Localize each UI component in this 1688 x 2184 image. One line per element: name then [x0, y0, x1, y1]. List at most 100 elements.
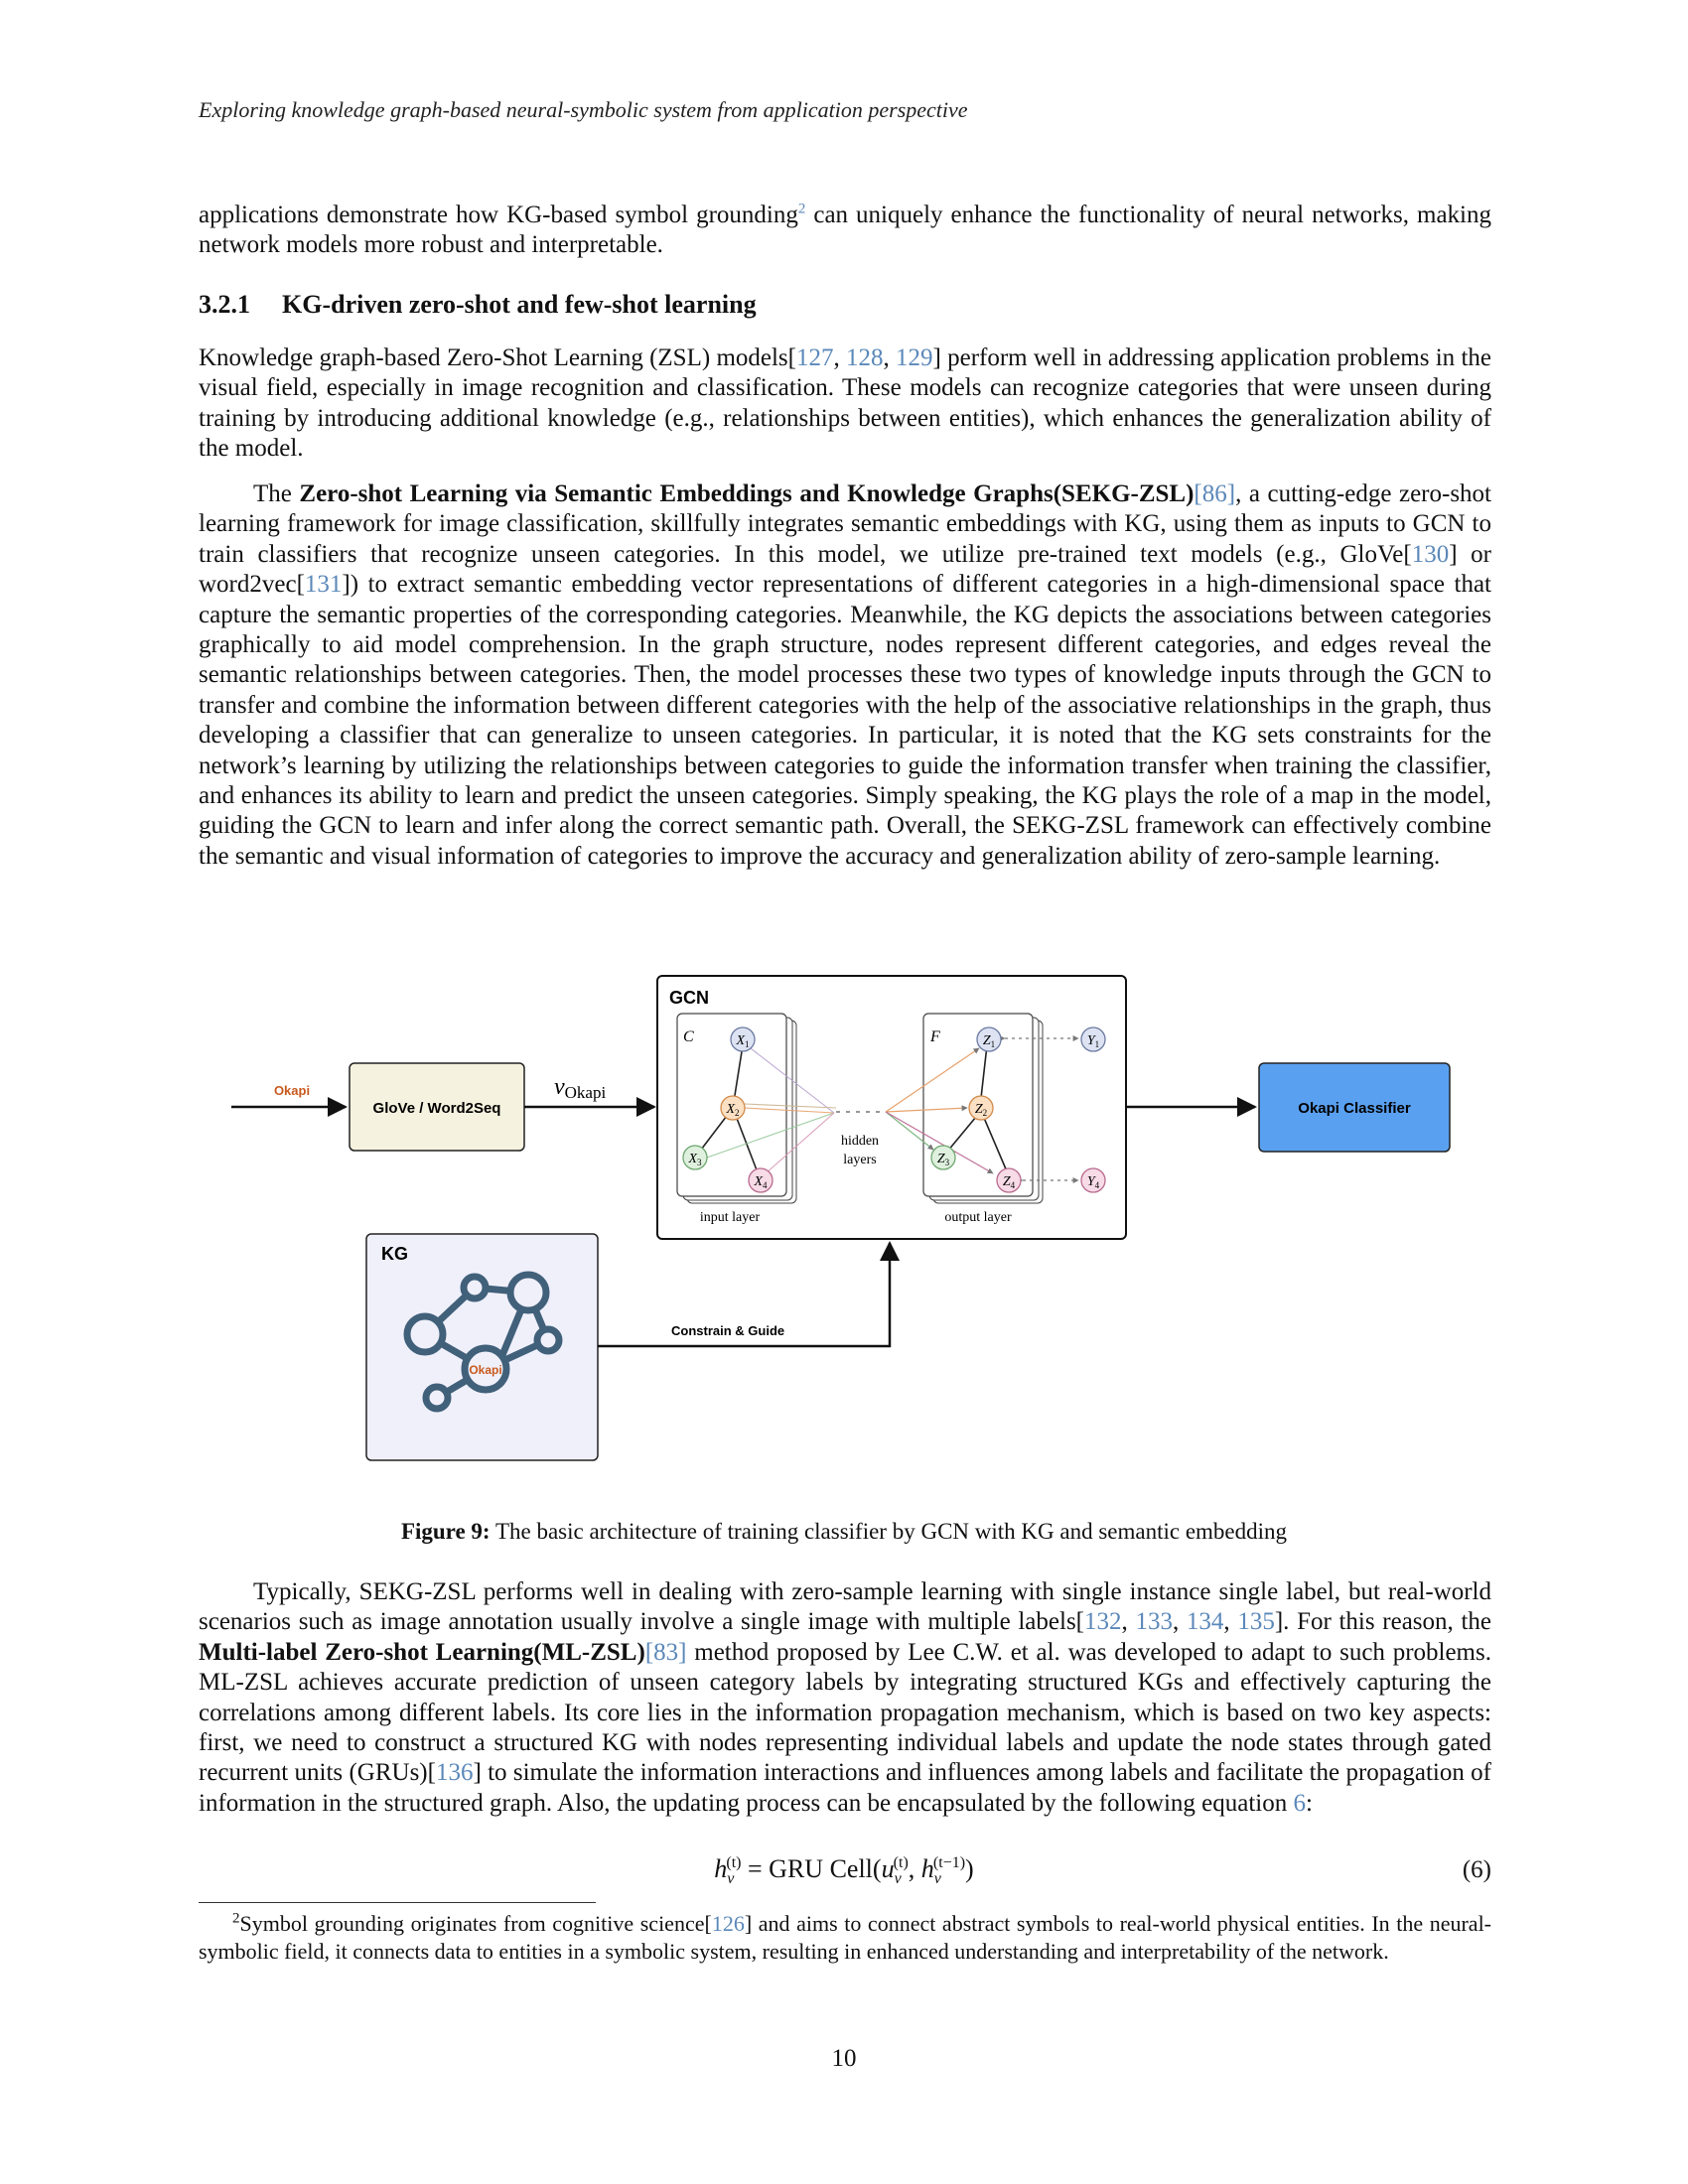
text: ] or word2vec[	[199, 540, 1492, 599]
node-x1: X1	[730, 1026, 756, 1052]
text: Knowledge graph-based Zero-Shot Learning…	[199, 344, 796, 371]
intro-text-2: can uniquely enhance the functionality o…	[199, 202, 1491, 259]
equation-number: (6)	[1462, 1856, 1491, 1883]
text: ,	[1121, 1608, 1136, 1636]
constrain-guide-label: Constrain & Guide	[671, 1323, 784, 1338]
input-stack-symbol: C	[683, 1028, 694, 1045]
kg-title: KG	[381, 1244, 408, 1264]
math-var: h	[920, 1854, 934, 1883]
svg-text:Y4: Y4	[1087, 1174, 1100, 1190]
citation-link[interactable]: 131	[304, 571, 343, 599]
svg-text:X1: X1	[735, 1033, 749, 1049]
kg-node-okapi-label: Okapi	[469, 1363, 501, 1377]
hidden-layers-label-1: hidden	[841, 1134, 879, 1149]
node-z3: Z3	[930, 1145, 956, 1170]
text: ] and aims to connect abstract symbols t…	[199, 1911, 1492, 1964]
svg-text:Z1: Z1	[983, 1033, 995, 1049]
footnote: 2Symbol grounding originates from cognit…	[199, 1910, 1491, 1965]
math-sub: v	[894, 1870, 902, 1888]
text: method proposed by Lee C.W. et al. was d…	[199, 1638, 1491, 1787]
footnote-rule	[199, 1902, 596, 1903]
svg-text:X2: X2	[725, 1102, 739, 1118]
svg-text:Z3: Z3	[937, 1152, 950, 1167]
node-y1: Y1	[1080, 1026, 1106, 1052]
citation-link[interactable]: [86]	[1194, 480, 1236, 507]
text: , a cutting-edge zero-shot learning fram…	[199, 480, 1491, 568]
bold-term: Zero-shot Learning via Semantic Embeddin…	[299, 480, 1195, 507]
text: Symbol grounding originates from cogniti…	[239, 1911, 712, 1936]
input-okapi-label: Okapi	[274, 1083, 310, 1098]
output-stack-symbol: F	[929, 1028, 940, 1045]
classifier-box	[1258, 1062, 1451, 1153]
citation-link[interactable]: 135	[1237, 1608, 1275, 1636]
equation-link[interactable]: 6	[1293, 1789, 1307, 1817]
intro-text: applications demonstrate how KG-based sy…	[199, 202, 798, 228]
math-text: = GRU Cell(	[741, 1854, 882, 1883]
equation-6: hv(t) = GRU Cell(uv(t), hv(t−1))	[0, 1854, 1688, 1888]
paragraph-3: Typically, SEKG-ZSL performs well in dea…	[199, 1577, 1491, 1819]
text: ,	[833, 344, 846, 371]
node-z1: Z1	[976, 1026, 1002, 1052]
node-z2: Z2	[968, 1095, 994, 1121]
text: ,	[1223, 1608, 1238, 1636]
footnote-ref[interactable]: 2	[797, 201, 806, 217]
svg-text:X3: X3	[687, 1152, 702, 1167]
citation-link[interactable]: [83]	[644, 1638, 687, 1666]
text: ] perform well in addressing application…	[199, 344, 1491, 463]
svg-text:Z4: Z4	[1003, 1174, 1016, 1190]
caption-label: Figure 9:	[400, 1519, 491, 1544]
node-x3: X3	[682, 1145, 708, 1170]
citation-link[interactable]: 127	[795, 344, 834, 371]
embedding-vector-label: vOkapi	[554, 1074, 606, 1102]
paragraph-1: Knowledge graph-based Zero-Shot Learning…	[199, 343, 1491, 465]
text: ,	[883, 344, 897, 371]
citation-link[interactable]: 133	[1135, 1608, 1173, 1636]
citation-link[interactable]: 126	[711, 1911, 745, 1936]
text: ] to simulate the information interactio…	[199, 1759, 1491, 1817]
gcn-title: GCN	[669, 988, 709, 1008]
text: The	[253, 480, 300, 507]
math-sub: v	[933, 1870, 941, 1888]
section-title: KG-driven zero-shot and few-shot learnin…	[282, 290, 757, 319]
text: ]. For this reason, the	[1274, 1608, 1492, 1636]
math-var: h	[714, 1854, 728, 1883]
text: ]) to extract semantic embedding vector …	[199, 571, 1491, 870]
math-sub: v	[727, 1870, 735, 1888]
svg-text:Z2: Z2	[975, 1102, 987, 1118]
embedding-box-label: GloVe / Word2Seq	[373, 1100, 501, 1117]
text: :	[1306, 1789, 1313, 1817]
citation-link[interactable]: 128	[846, 344, 884, 371]
kg-graph-icon	[403, 1271, 563, 1413]
output-layer-label: output layer	[944, 1210, 1012, 1225]
math-text: ,	[908, 1854, 921, 1883]
figure-caption: Figure 9: The basic architecture of trai…	[0, 1519, 1688, 1545]
intro-paragraph: applications demonstrate how KG-based sy…	[199, 201, 1491, 261]
page-number: 10	[831, 2045, 857, 2072]
node-y4: Y4	[1080, 1167, 1106, 1193]
citation-link[interactable]: 129	[896, 344, 933, 371]
input-layer-label: input layer	[700, 1210, 761, 1225]
bold-term: Multi-label Zero-shot Learning(ML-ZSL)	[199, 1638, 645, 1666]
svg-text:X4: X4	[753, 1174, 768, 1190]
running-header: Exploring knowledge graph-based neural-s…	[199, 97, 968, 122]
citation-link[interactable]: 130	[1411, 540, 1450, 568]
svg-text:Y1: Y1	[1087, 1033, 1099, 1049]
text: ,	[1172, 1608, 1187, 1636]
arrow-kg-to-gcn	[598, 1241, 900, 1348]
paragraph-2: The Zero-shot Learning via Semantic Embe…	[199, 479, 1491, 872]
math-sup: (t)	[893, 1854, 909, 1872]
text: Typically, SEKG-ZSL performs well in dea…	[199, 1578, 1491, 1636]
figure-9-diagram: Okapi GloVe / Word2Seq vOkapi GCN C F	[231, 975, 1451, 1461]
math-text: )	[965, 1854, 974, 1883]
caption-text: The basic architecture of training class…	[490, 1519, 1288, 1544]
node-x4: X4	[748, 1167, 774, 1193]
citation-link[interactable]: 136	[435, 1759, 474, 1787]
footnote-mark: 2	[232, 1910, 240, 1927]
math-sup: (t−1)	[932, 1854, 966, 1872]
math-sup: (t)	[726, 1854, 742, 1872]
citation-link[interactable]: 134	[1186, 1608, 1224, 1636]
classifier-label: Okapi Classifier	[1298, 1100, 1411, 1117]
hidden-layers-label-2: layers	[843, 1153, 876, 1167]
citation-link[interactable]: 132	[1084, 1608, 1122, 1636]
